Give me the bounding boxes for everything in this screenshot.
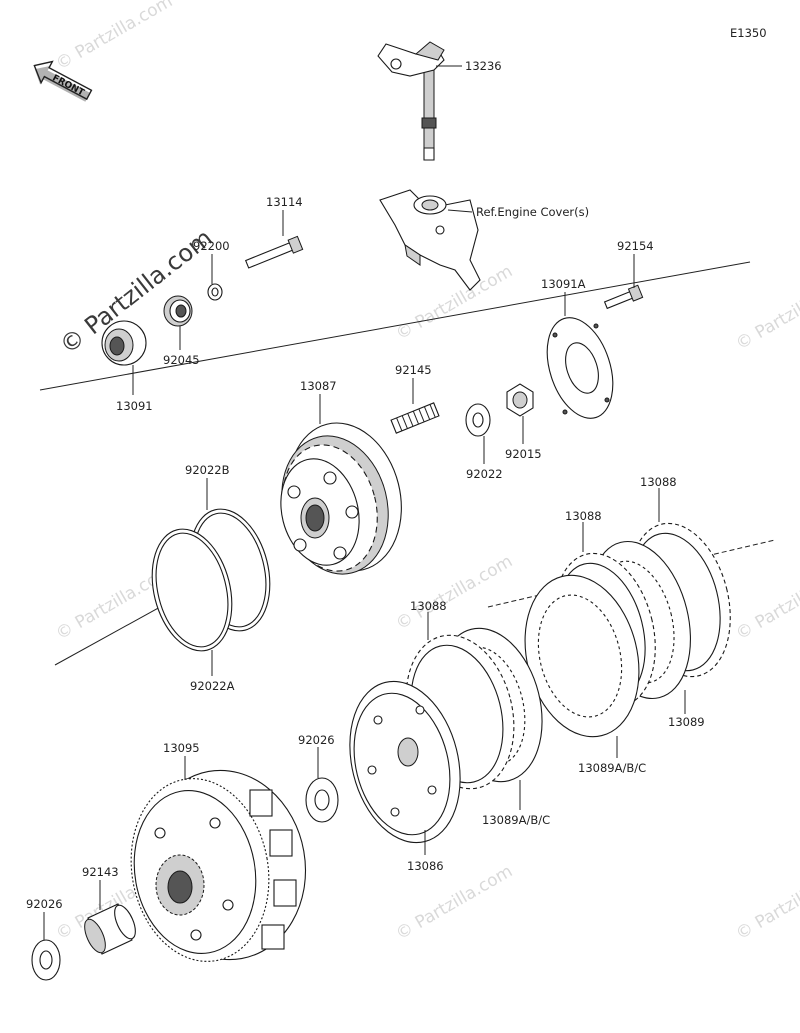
push-rod	[244, 235, 304, 269]
part-label[interactable]: 13091A	[541, 277, 586, 291]
part-label[interactable]: 13089	[668, 715, 705, 729]
part-label[interactable]: 13236	[465, 59, 502, 73]
clutch-pusher-13091	[101, 320, 147, 366]
part-label[interactable]: 92145	[395, 363, 432, 377]
ref-note-label[interactable]: Ref.Engine Cover(s)	[476, 205, 589, 219]
part-label[interactable]: 92015	[505, 447, 542, 461]
bearing-92045	[163, 295, 193, 327]
part-label[interactable]: 13086	[407, 859, 444, 873]
part-label[interactable]: 92026	[26, 897, 63, 911]
pressure-plate-13091A	[546, 317, 614, 419]
part-label[interactable]: 92026	[298, 733, 335, 747]
pressure-plate-13086	[349, 680, 461, 844]
engine-cover-fragment	[379, 189, 481, 291]
part-label[interactable]: 92022A	[190, 679, 235, 693]
washer-92022	[465, 403, 491, 437]
part-labels: 13236 Ref.Engine Cover(s) 13114 92200 92…	[26, 59, 705, 911]
part-label[interactable]: 13089A/B/C	[482, 813, 550, 827]
clutch-hub-13087	[280, 422, 402, 575]
part-label[interactable]: 92200	[193, 239, 230, 253]
nut-92015	[506, 383, 534, 417]
washer-92026-mid	[305, 777, 339, 823]
part-label[interactable]: 92045	[163, 353, 200, 367]
leader-lines	[43, 65, 686, 940]
part-label[interactable]: 92154	[617, 239, 654, 253]
part-label[interactable]: 13091	[116, 399, 153, 413]
part-label[interactable]: 92022	[466, 467, 503, 481]
part-label[interactable]: 92143	[82, 865, 119, 879]
sleeve-92143	[84, 903, 136, 955]
clutch-housing-13095	[130, 769, 307, 962]
part-label[interactable]: 13114	[266, 195, 303, 209]
watermark: © Partzilla.com	[733, 561, 800, 644]
watermark: © Partzilla.com	[733, 861, 800, 944]
steel-plate-13089ABC-mid	[524, 574, 640, 738]
part-label[interactable]: 13088	[640, 475, 677, 489]
washer-92026-left	[31, 939, 61, 981]
part-label[interactable]: 92022B	[185, 463, 230, 477]
part-label[interactable]: 13088	[565, 509, 602, 523]
bolt-92154	[603, 284, 644, 310]
part-label[interactable]: 13088	[410, 599, 447, 613]
watermark: © Partzilla.com	[393, 861, 517, 944]
spring-92145	[390, 402, 440, 434]
watermark: © Partzilla.com	[733, 271, 800, 354]
watermark: © Partzilla.com	[53, 0, 177, 74]
watermark: © Partzilla.com	[393, 261, 517, 344]
part-label[interactable]: 13087	[300, 379, 337, 393]
ring-92022A	[151, 528, 233, 652]
watermark: © Partzilla.com	[393, 551, 517, 634]
part-label[interactable]: 13089A/B/C	[578, 761, 646, 775]
diagram-code: E1350	[730, 26, 767, 40]
part-label[interactable]: 13095	[163, 741, 200, 755]
clutch-release-shaft	[377, 41, 445, 161]
